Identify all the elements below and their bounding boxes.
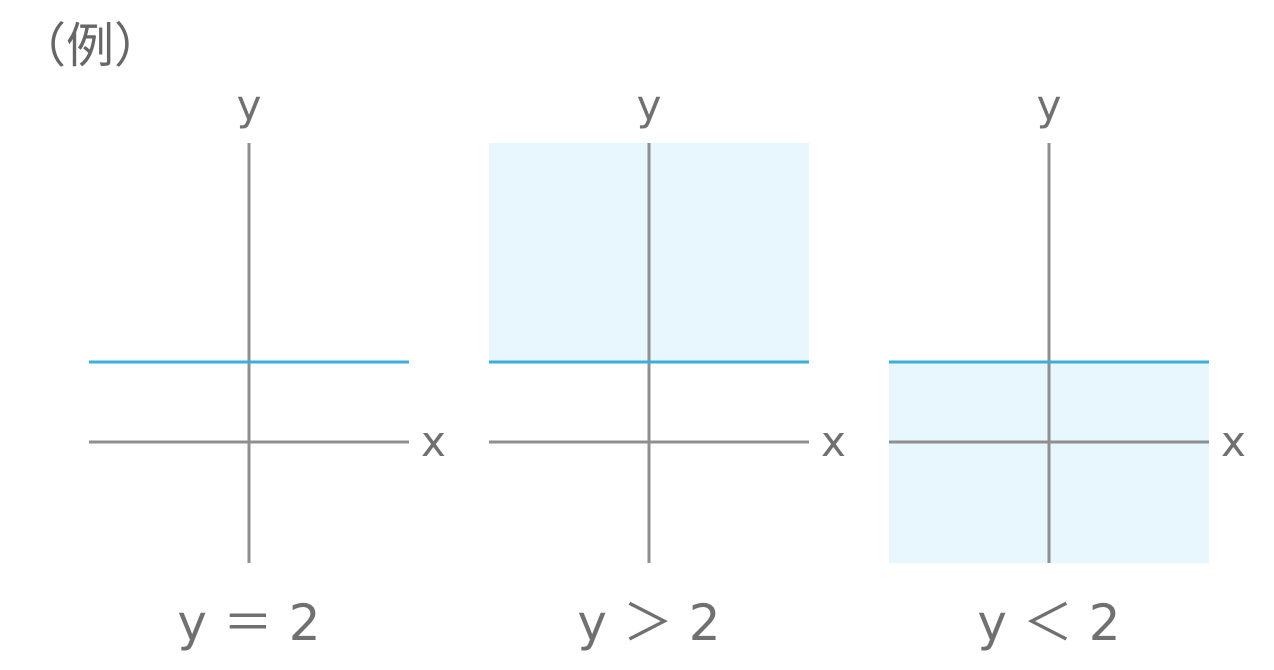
caption-inequality-less: y ＜ 2 (977, 594, 1121, 652)
y-axis-label: y (237, 81, 262, 130)
y-axis-label: y (1037, 81, 1062, 130)
graph-panel-equal: y x y ＝ 2 (89, 70, 469, 660)
graph-panel-less: y x y ＜ 2 (889, 70, 1269, 660)
caption-inequality-greater: y ＞ 2 (577, 594, 721, 652)
graph-svg-equal: y x (89, 81, 446, 563)
x-axis-label: x (821, 417, 846, 466)
heading-example: （例） (18, 18, 163, 74)
x-axis-label: x (1221, 417, 1246, 466)
y-axis-label: y (637, 81, 662, 130)
graph-panel-greater: y x y ＞ 2 (489, 70, 869, 660)
graph-svg-greater: y x (489, 81, 846, 563)
caption-equation: y ＝ 2 (177, 594, 321, 652)
x-axis-label: x (421, 417, 446, 466)
graph-svg-less: y x (889, 81, 1246, 563)
